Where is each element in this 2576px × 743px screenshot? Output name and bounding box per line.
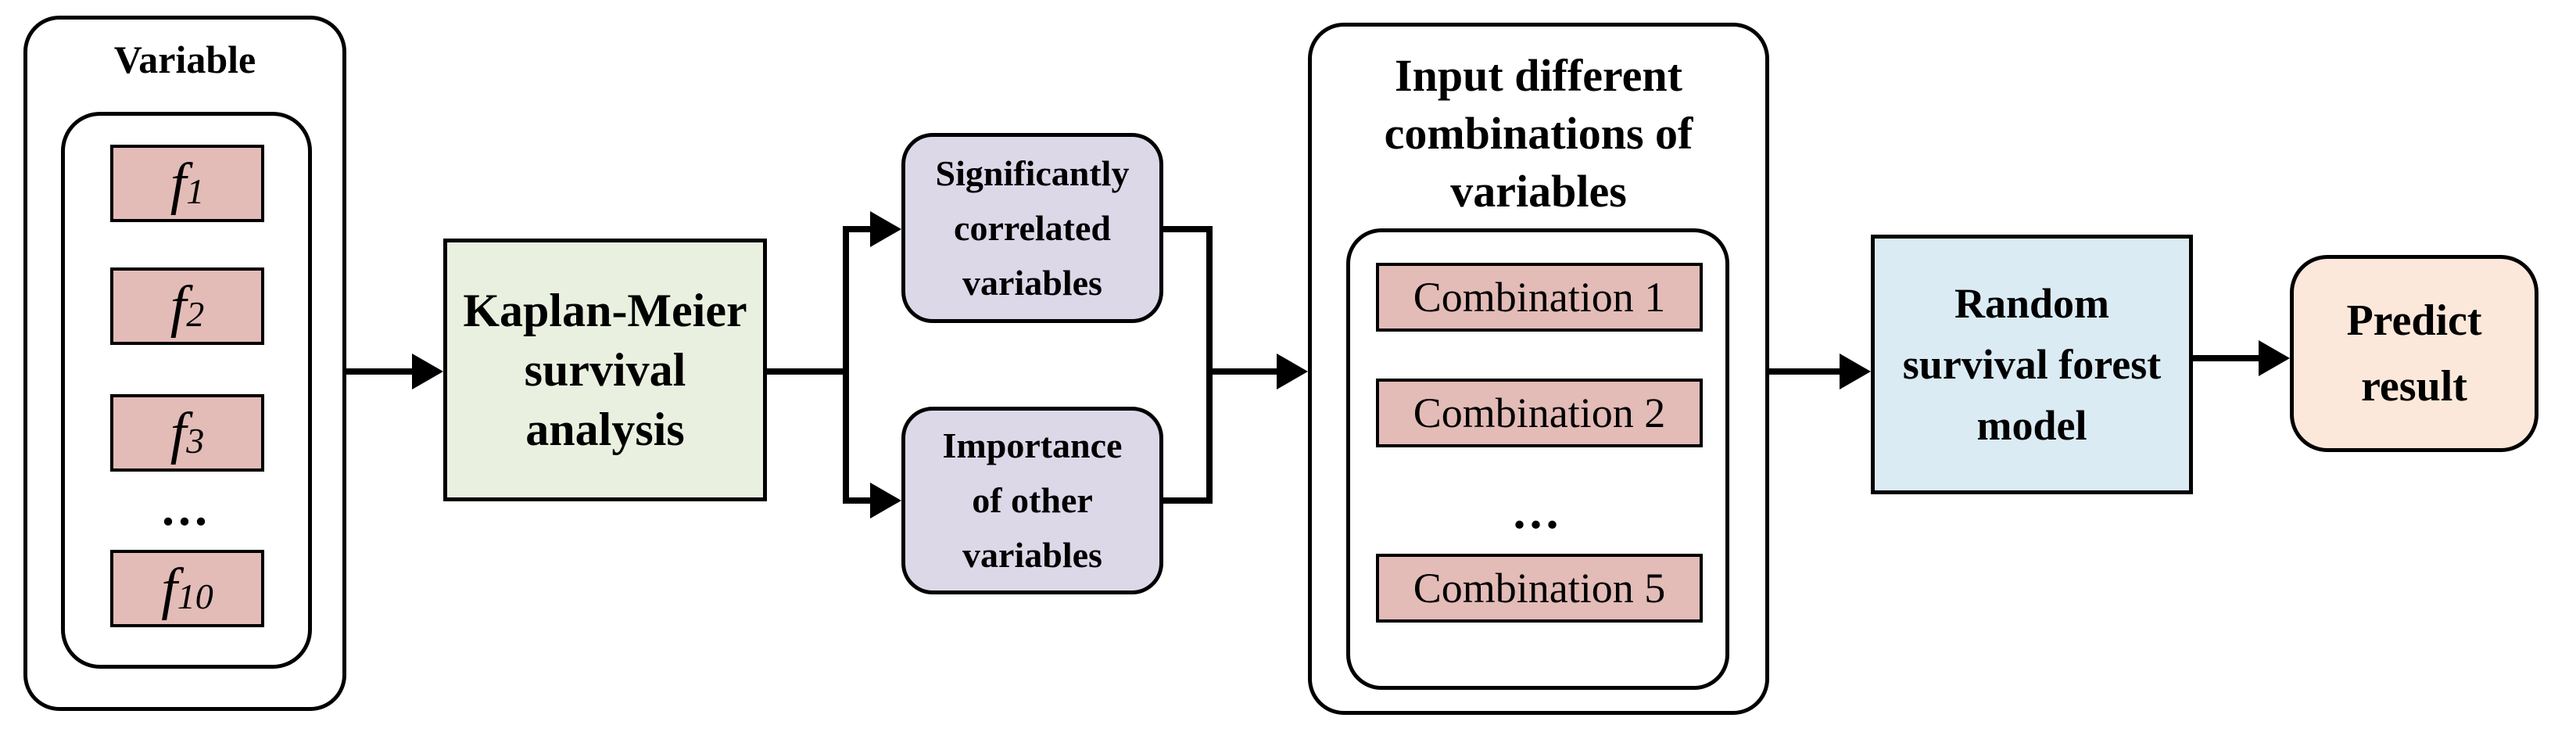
feature-label: f — [170, 400, 187, 465]
connector-variable-to-km — [346, 368, 415, 375]
predict-label-line: result — [2361, 362, 2467, 411]
feature-label: f — [170, 151, 187, 216]
importance-label-line: of other — [972, 480, 1093, 520]
feature-label: f — [170, 274, 187, 339]
arrowhead-into-rsf — [1840, 354, 1871, 389]
input-panel-title: Input different combinations of variable… — [1312, 47, 1765, 221]
combination-box-2: Combination 2 — [1376, 379, 1703, 447]
connector-km-to-split — [767, 368, 846, 375]
connector-input-to-rsf — [1769, 368, 1843, 375]
predict-result-box: Predict result — [2290, 255, 2538, 452]
connector-rsf-to-predict — [2193, 355, 2262, 361]
connector-merge-to-input — [1206, 368, 1280, 375]
merge-line — [1206, 226, 1213, 504]
km-survival-analysis-box: Kaplan-Meier survival analysis — [443, 239, 767, 501]
km-label-line: Kaplan-Meier — [463, 285, 747, 336]
importance-label-line: variables — [962, 535, 1102, 575]
rsf-label-line: Random — [1954, 280, 2110, 327]
feature-subscript: 3 — [186, 421, 205, 461]
significant-label-line: Significantly — [935, 153, 1130, 193]
feature-subscript: 10 — [177, 576, 213, 617]
significant-variables-box: Significantly correlated variables — [901, 133, 1163, 323]
significant-label-line: variables — [962, 262, 1102, 303]
connector-significant-to-merge — [1163, 226, 1213, 232]
connector-split-to-importance — [843, 497, 874, 504]
variable-panel-title: Variable — [113, 38, 256, 81]
importance-label-line: Importance — [942, 425, 1123, 465]
rsf-label-line: survival forest — [1902, 341, 2162, 388]
rsf-label-line: model — [1976, 402, 2087, 449]
arrowhead-into-importance — [870, 483, 901, 519]
combination-box-5: Combination 5 — [1376, 554, 1703, 623]
connector-importance-to-merge — [1163, 497, 1213, 504]
input-inner-panel: Combination 1 Combination 2 ... Combinat… — [1346, 228, 1729, 690]
significant-label-line: correlated — [954, 207, 1111, 248]
predict-label-line: Predict — [2346, 296, 2482, 345]
km-label-line: survival — [524, 344, 686, 396]
feature-label: f — [161, 556, 177, 621]
feature-subscript: 1 — [186, 171, 205, 212]
rsf-model-box: Random survival forest model — [1871, 235, 2193, 494]
combination-box-1: Combination 1 — [1376, 263, 1703, 332]
importance-variables-box: Importance of other variables — [901, 407, 1163, 594]
arrowhead-into-significant — [870, 211, 901, 247]
input-title-line: variables — [1450, 166, 1627, 217]
input-title-line: Input different — [1395, 50, 1682, 101]
combination-ellipsis: ... — [1513, 483, 1563, 539]
arrowhead-into-predict — [2259, 340, 2290, 376]
split-line — [843, 226, 849, 504]
arrowhead-into-km — [412, 354, 443, 389]
feature-subscript: 2 — [186, 294, 205, 335]
input-title-line: combinations of — [1384, 108, 1693, 159]
feature-ellipsis: ... — [162, 480, 211, 536]
input-combinations-panel: Input different combinations of variable… — [1308, 23, 1769, 715]
connector-split-to-significant — [843, 226, 874, 232]
km-label-line: analysis — [525, 404, 685, 455]
arrowhead-into-input — [1277, 354, 1308, 389]
